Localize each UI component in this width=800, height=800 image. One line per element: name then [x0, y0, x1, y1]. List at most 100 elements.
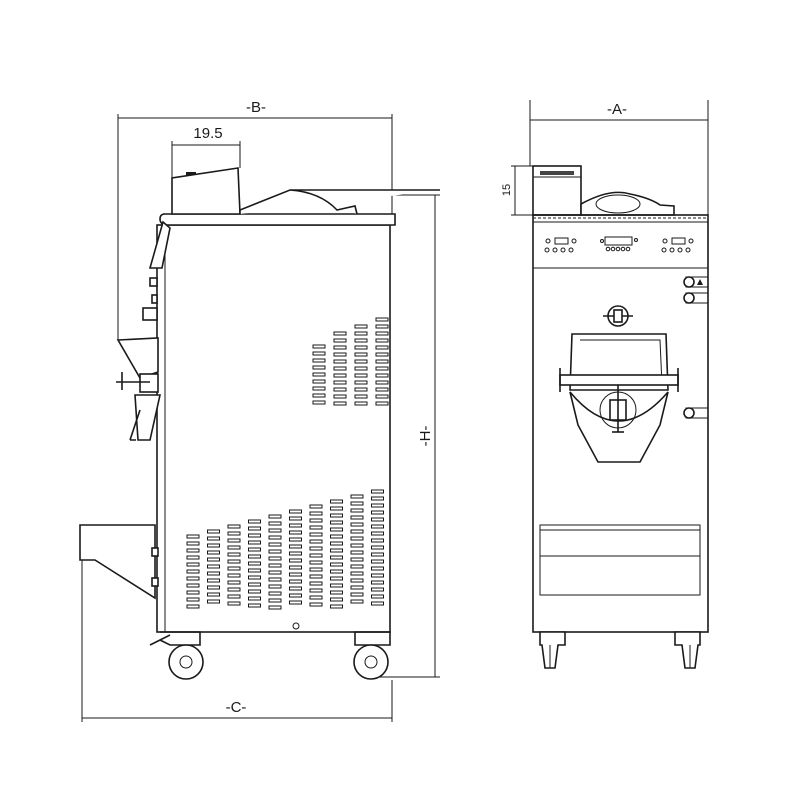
vent-slot — [289, 572, 302, 577]
vent-slot — [371, 559, 384, 564]
vent-slot — [309, 546, 323, 551]
vent-slot — [371, 503, 384, 508]
dimension-hopper-label: 19.5 — [193, 125, 222, 142]
vent-slot — [309, 525, 323, 530]
vent-slot — [289, 523, 302, 528]
vent-slot — [268, 570, 282, 575]
vent-slot — [248, 547, 261, 552]
vent-slot — [268, 605, 282, 610]
vent-slot — [248, 575, 261, 580]
vent-slot — [354, 345, 368, 350]
vent-slot — [350, 599, 364, 604]
control-panel — [544, 236, 694, 253]
vent-slot — [312, 400, 326, 405]
vent-slot — [371, 496, 384, 501]
vent-slot — [371, 524, 384, 529]
vent-slot — [289, 551, 302, 556]
vent-slot — [186, 604, 200, 609]
vent-slot — [289, 537, 302, 542]
vent-slot — [371, 545, 384, 550]
vent-slot — [375, 324, 389, 329]
vent-slot — [330, 541, 343, 546]
vent-slot — [312, 351, 326, 356]
vent-slot — [309, 504, 323, 509]
vent-slot — [248, 589, 261, 594]
vent-slot — [289, 565, 302, 570]
vent-slot — [268, 521, 282, 526]
dimension-15-label: 15 — [501, 184, 513, 196]
vent-slot — [207, 543, 220, 548]
vent-slot — [333, 373, 347, 378]
vent-slot — [248, 603, 261, 608]
vent-slot — [268, 549, 282, 554]
vent-slot — [330, 569, 343, 574]
side-vent-grille — [186, 317, 389, 610]
vent-slot — [371, 531, 384, 536]
vent-slot — [186, 541, 200, 546]
freezing-cylinder-door — [559, 333, 679, 463]
vent-slot — [289, 530, 302, 535]
lid-front — [580, 191, 675, 216]
vent-slot — [350, 501, 364, 506]
vent-slot — [354, 338, 368, 343]
caster-left — [539, 631, 566, 669]
vent-slot — [354, 401, 368, 406]
front-wheel — [353, 631, 391, 680]
side-buttons — [683, 276, 709, 419]
vent-slot — [375, 401, 389, 406]
vent-slot — [186, 548, 200, 553]
vent-slot — [289, 593, 302, 598]
vent-slot — [371, 552, 384, 557]
vent-slot — [248, 519, 261, 524]
vent-slot — [354, 366, 368, 371]
vent-slot — [333, 401, 347, 406]
vent-slot — [289, 600, 302, 605]
vent-slot — [268, 563, 282, 568]
vent-slot — [333, 331, 347, 336]
vent-slot — [289, 509, 302, 514]
vent-slot — [330, 576, 343, 581]
vent-slot — [354, 387, 368, 392]
dimension-hopper-height: 15 — [501, 165, 533, 216]
vent-slot — [354, 373, 368, 378]
hopper-box — [171, 167, 241, 215]
vent-slot — [227, 559, 241, 564]
vent-slot — [207, 529, 220, 534]
vent-slot — [330, 506, 343, 511]
vent-slot — [186, 583, 200, 588]
vent-slot — [375, 338, 389, 343]
vent-slot — [289, 579, 302, 584]
vent-slot — [207, 550, 220, 555]
vent-slot — [186, 534, 200, 539]
vent-slot — [375, 394, 389, 399]
vent-slot — [207, 557, 220, 562]
vent-slot — [375, 317, 389, 322]
control-left — [544, 237, 577, 253]
vent-slot — [354, 394, 368, 399]
vent-slot — [333, 366, 347, 371]
vent-slot — [371, 601, 384, 606]
vent-slot — [375, 380, 389, 385]
vent-slot — [312, 344, 326, 349]
vent-slot — [207, 592, 220, 597]
vent-slot — [268, 528, 282, 533]
vent-slot — [375, 359, 389, 364]
vent-slot — [354, 380, 368, 385]
dimension-a-label: -A- — [607, 101, 627, 118]
side-view: -B- 19.5 -H- -C- — [79, 99, 440, 722]
vent-slot — [333, 338, 347, 343]
vent-slot — [312, 386, 326, 391]
vent-slot — [333, 380, 347, 385]
vent-slot — [330, 562, 343, 567]
vent-slot — [375, 373, 389, 378]
vent-slot — [350, 585, 364, 590]
vent-slot — [375, 366, 389, 371]
vent-slot — [350, 508, 364, 513]
vent-slot — [227, 594, 241, 599]
vent-slot — [248, 533, 261, 538]
screw — [292, 622, 300, 630]
vent-slot — [268, 591, 282, 596]
vent-slot — [333, 359, 347, 364]
vent-slot — [309, 539, 323, 544]
